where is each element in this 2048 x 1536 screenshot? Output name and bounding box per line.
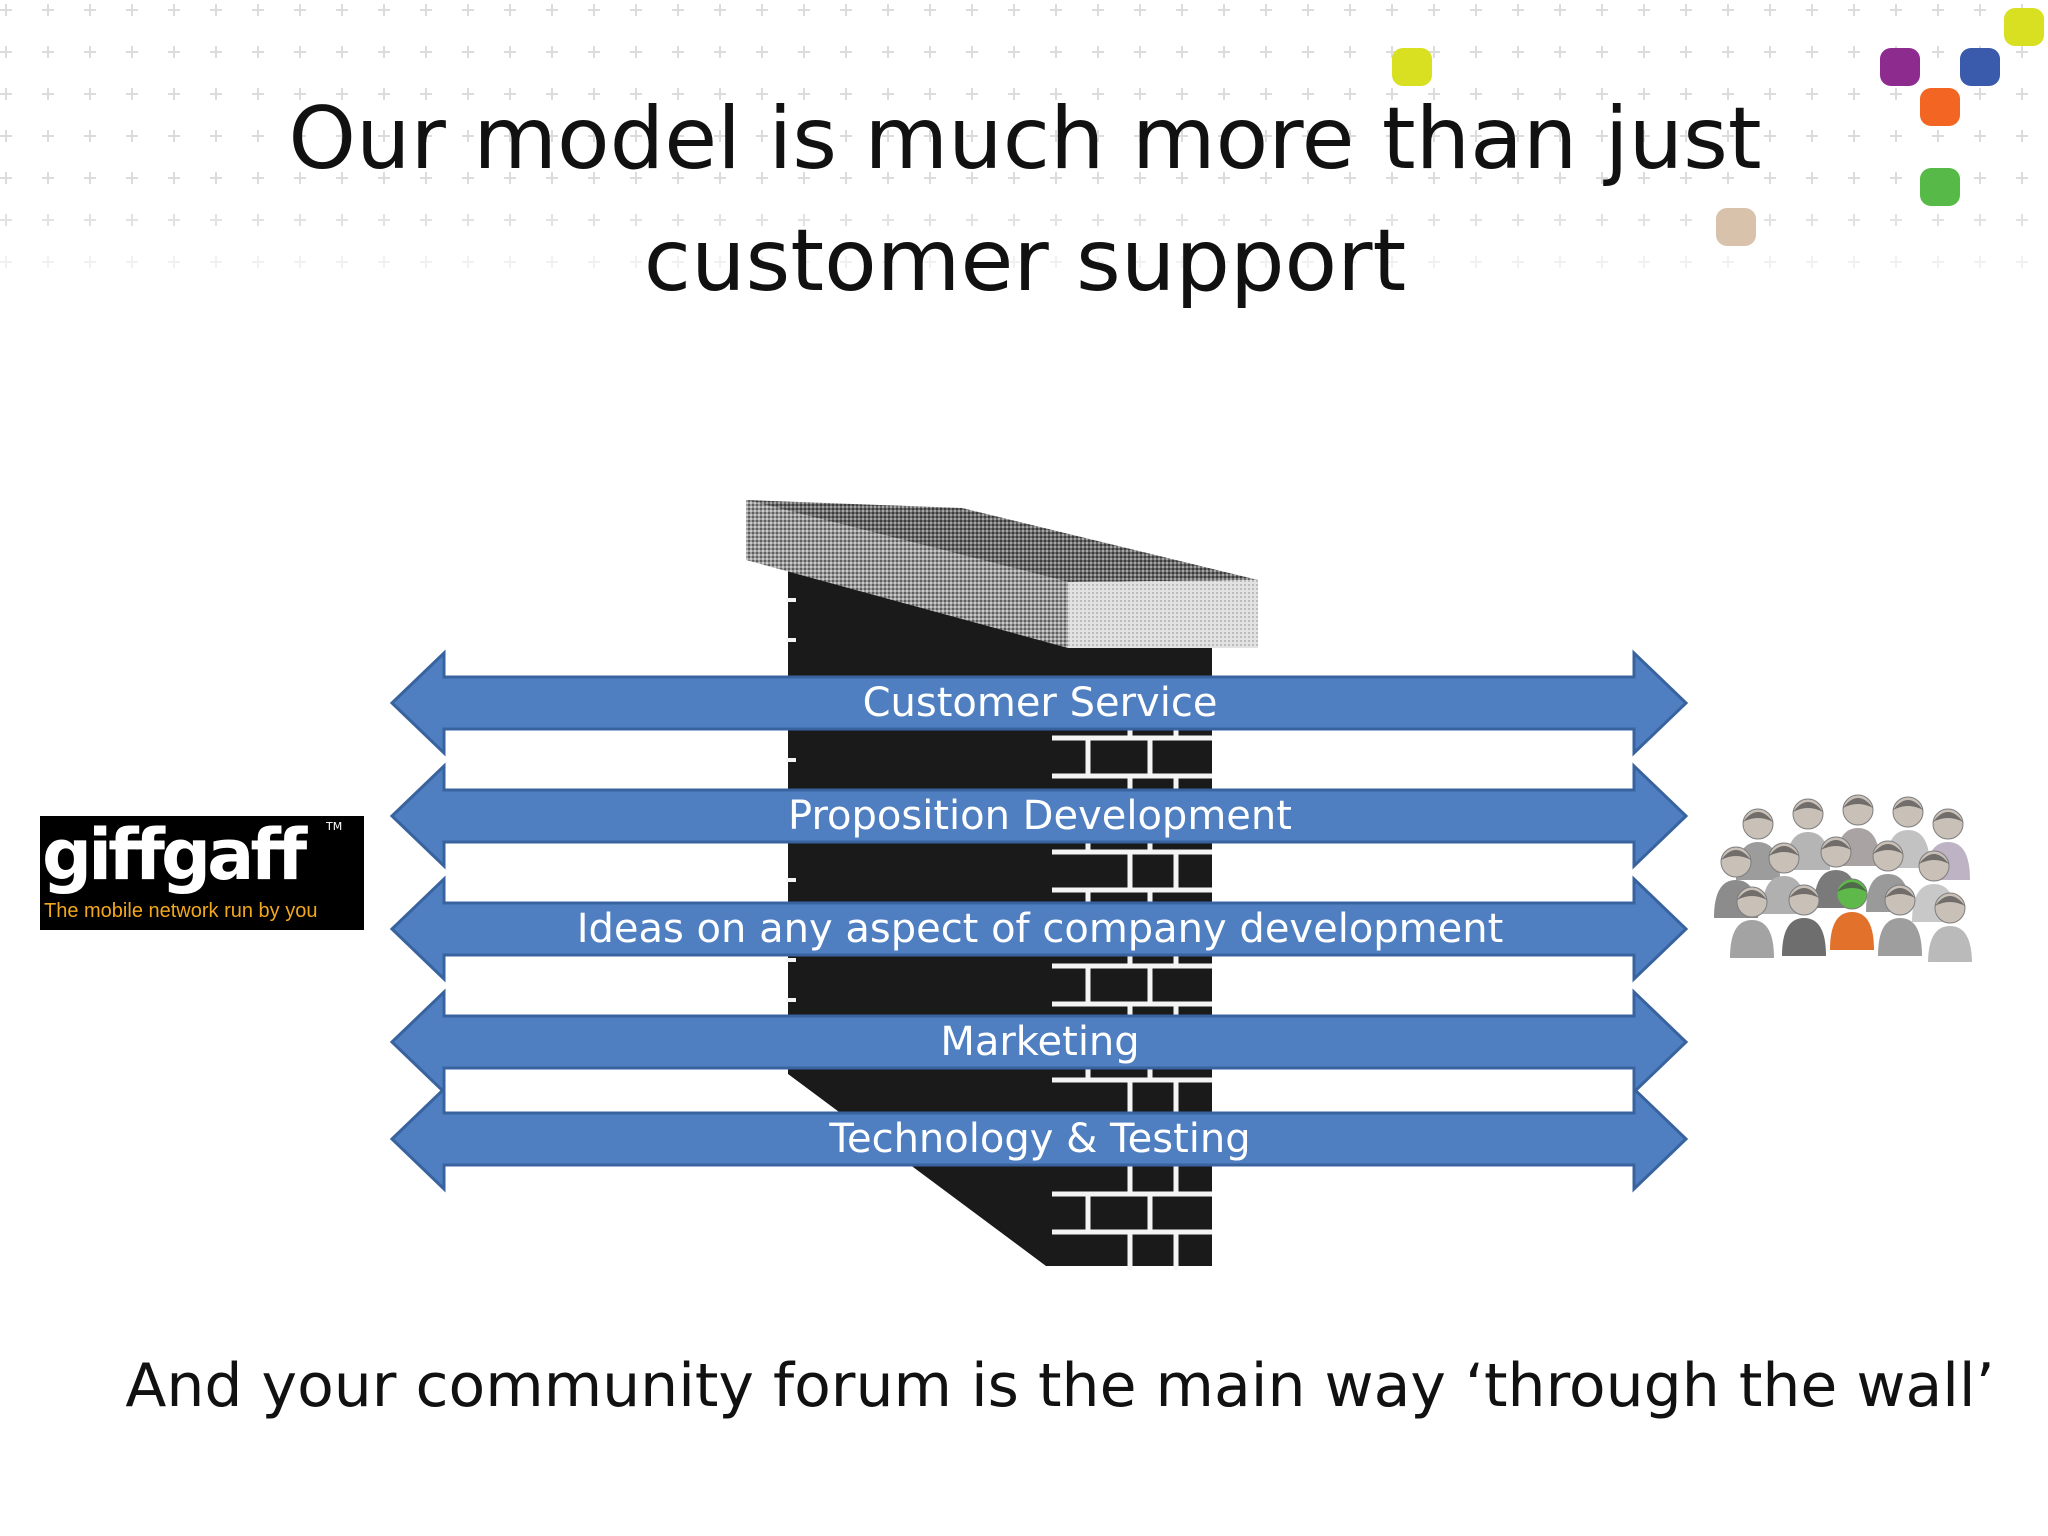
dot-green-icon <box>1920 168 1960 206</box>
slide-caption: And your community forum is the main way… <box>125 1351 1995 1421</box>
plus-pattern-background <box>0 4 2028 268</box>
dot-yellow-right-icon <box>2004 8 2044 46</box>
logo-tagline: The mobile network run by you <box>44 900 318 922</box>
double-arrow-3 <box>389 875 1689 983</box>
double-arrow-1 <box>389 649 1689 757</box>
logo-wordmark: giffgaff <box>42 816 307 896</box>
double-arrow-5 <box>389 1085 1689 1193</box>
dot-tan-icon <box>1716 208 1756 246</box>
arrow-label-1: Customer Service <box>863 680 1218 726</box>
dot-blue-icon <box>1960 48 2000 86</box>
dot-purple-icon <box>1880 48 1920 86</box>
dot-orange-icon <box>1920 88 1960 126</box>
person-figure-icon <box>1878 884 1922 956</box>
person-figure-icon <box>1730 886 1774 958</box>
person-figure-icon <box>1928 892 1972 962</box>
wall-cap-front <box>1068 580 1258 648</box>
arrow-label-3: Ideas on any aspect of company developme… <box>577 906 1504 952</box>
logo-trademark: TM <box>326 820 343 833</box>
dot-yellow-left-icon <box>1392 48 1432 86</box>
person-figure-icon <box>1830 878 1874 950</box>
community-crowd-icon <box>1714 794 1972 962</box>
slide-title: Our model is much more than just custome… <box>288 89 1762 311</box>
arrow-label-2: Proposition Development <box>788 793 1292 839</box>
double-arrow-2 <box>389 762 1689 870</box>
giffgaff-logo: giffgaff TM The mobile network run by yo… <box>40 816 364 930</box>
arrow-label-4: Marketing <box>940 1019 1139 1065</box>
arrow-label-5: Technology & Testing <box>828 1116 1250 1162</box>
wall-cap-side <box>746 500 1068 648</box>
person-figure-icon <box>1782 884 1826 956</box>
double-arrow-4 <box>389 988 1689 1096</box>
wall-cap-top <box>746 500 1258 582</box>
